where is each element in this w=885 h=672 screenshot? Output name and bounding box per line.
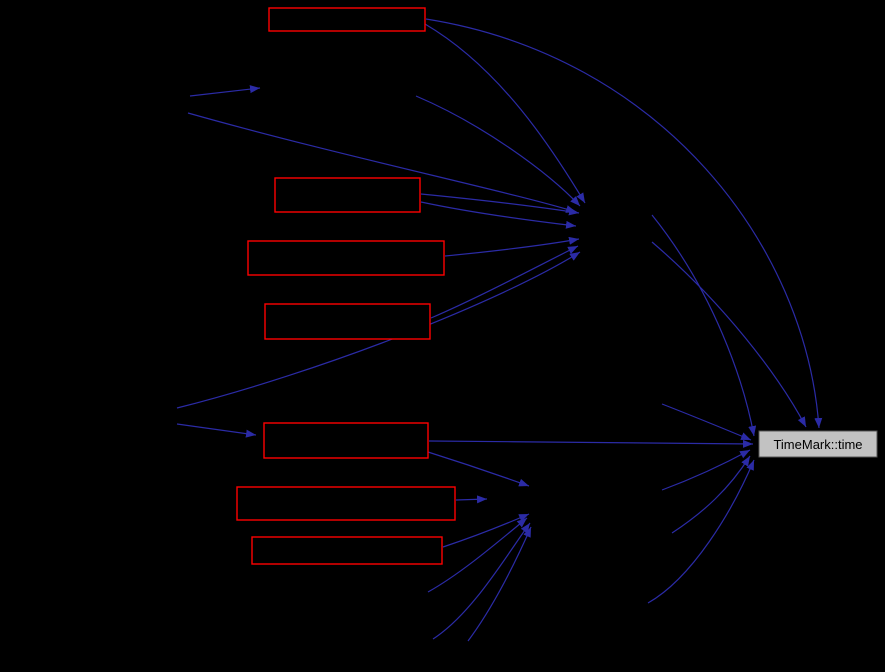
edge-16 <box>661 449 751 491</box>
graph-node-1[interactable] <box>268 7 426 32</box>
edge-11 <box>651 241 807 428</box>
edge-21 <box>442 513 530 548</box>
graph-node-5[interactable] <box>263 422 429 459</box>
graph-node-2[interactable] <box>274 177 421 213</box>
edge-23 <box>432 522 531 640</box>
main-node-box[interactable] <box>758 430 878 458</box>
edge-7 <box>444 236 580 257</box>
edge-14 <box>428 439 754 448</box>
edge-24 <box>467 526 532 642</box>
edges <box>176 18 823 642</box>
edge-12 <box>425 18 823 429</box>
edge-19 <box>427 451 530 487</box>
edge-8 <box>430 245 579 319</box>
edge-22 <box>427 517 528 593</box>
main-node-label: TimeMark::time <box>773 437 862 452</box>
graph-node-3[interactable] <box>247 240 445 276</box>
edge-1 <box>424 23 586 204</box>
edge-10 <box>176 423 257 438</box>
edge-2 <box>415 95 581 207</box>
red-nodes <box>236 7 456 565</box>
edge-15 <box>661 403 752 441</box>
edge-6 <box>420 201 577 229</box>
edge-17 <box>671 455 751 534</box>
graph-node-6[interactable] <box>236 486 456 521</box>
graph-node-4[interactable] <box>264 303 431 340</box>
edge-3 <box>189 85 261 97</box>
edge-20 <box>455 495 488 504</box>
edge-13 <box>651 214 757 437</box>
main-node[interactable]: TimeMark::time <box>758 430 878 458</box>
edge-18 <box>647 459 755 604</box>
edge-5 <box>420 193 580 216</box>
edge-4 <box>187 112 577 213</box>
graph-node-7[interactable] <box>251 536 443 565</box>
